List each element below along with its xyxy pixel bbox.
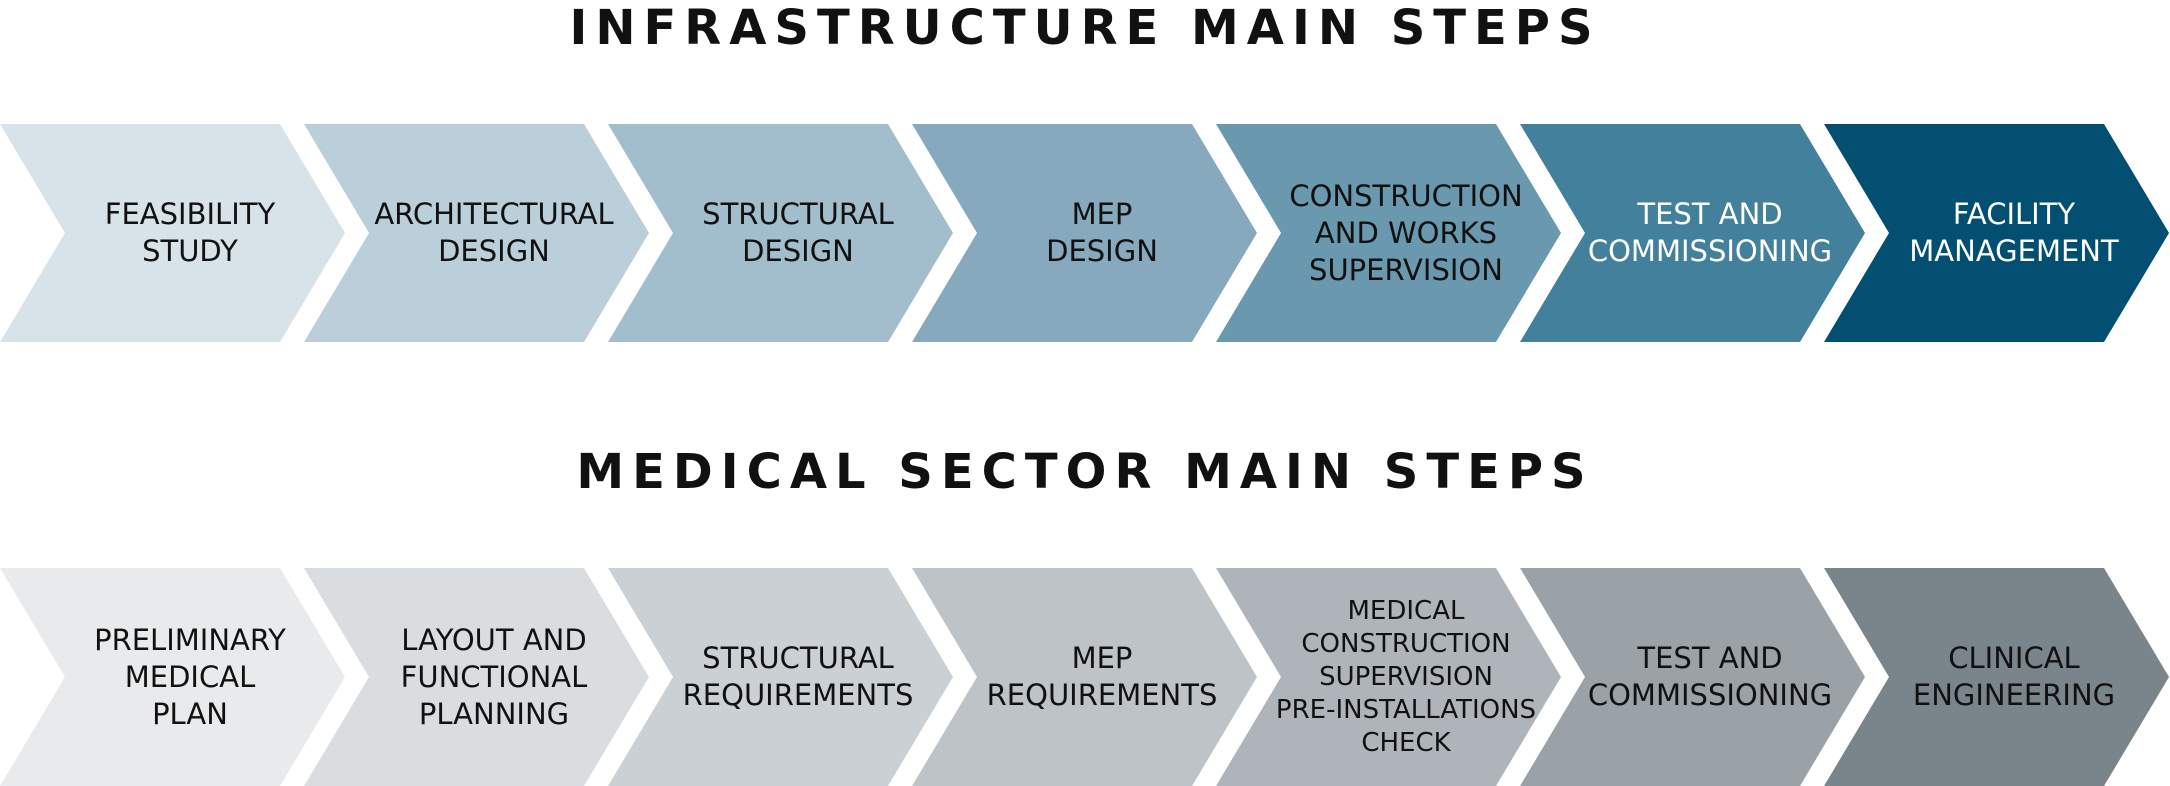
infrastructure-step-chevron-1: FEASIBILITY STUDY: [0, 124, 345, 342]
medical-steps-row: PRELIMINARY MEDICAL PLAN LAYOUT AND FUNCT…: [0, 568, 2170, 786]
step-label: STRUCTURAL REQUIREMENTS: [682, 641, 914, 712]
medical-step-chevron-4: MEP REQUIREMENTS: [912, 568, 1257, 786]
infrastructure-step-chevron-4: MEP DESIGN: [912, 124, 1257, 342]
infrastructure-step-chevron-5: CONSTRUCTION AND WORKS SUPERVISION: [1216, 124, 1561, 342]
step-label: MEP REQUIREMENTS: [986, 641, 1218, 712]
step-label: ARCHITECTURAL DESIGN: [374, 197, 614, 268]
infrastructure-step-chevron-3: STRUCTURAL DESIGN: [608, 124, 953, 342]
infrastructure-section-title: INFRASTRUCTURE MAIN STEPS: [569, 0, 1601, 56]
step-label: CLINICAL ENGINEERING: [1912, 641, 2116, 712]
step-label: FEASIBILITY STUDY: [104, 197, 276, 268]
infrastructure-step-chevron-7: FACILITY MANAGEMENT: [1824, 124, 2169, 342]
step-label: CONSTRUCTION AND WORKS SUPERVISION: [1289, 178, 1523, 287]
infrastructure-step-chevron-6: TEST AND COMMISSIONING: [1520, 124, 1865, 342]
step-label: PRELIMINARY MEDICAL PLAN: [94, 622, 286, 731]
step-label: TEST AND COMMISSIONING: [1587, 641, 1833, 712]
medical-step-chevron-2: LAYOUT AND FUNCTIONAL PLANNING: [304, 568, 649, 786]
step-label: LAYOUT AND FUNCTIONAL PLANNING: [400, 622, 588, 731]
step-label: MEDICAL CONSTRUCTION SUPERVISION PRE-INS…: [1275, 595, 1537, 758]
medical-step-chevron-7: CLINICAL ENGINEERING: [1824, 568, 2169, 786]
step-label: STRUCTURAL DESIGN: [702, 197, 894, 268]
step-label: MEP DESIGN: [1046, 197, 1158, 268]
step-label: TEST AND COMMISSIONING: [1587, 197, 1833, 268]
medical-step-chevron-5: MEDICAL CONSTRUCTION SUPERVISION PRE-INS…: [1216, 568, 1561, 786]
medical-step-chevron-1: PRELIMINARY MEDICAL PLAN: [0, 568, 345, 786]
medical-step-chevron-6: TEST AND COMMISSIONING: [1520, 568, 1865, 786]
infrastructure-step-chevron-2: ARCHITECTURAL DESIGN: [304, 124, 649, 342]
medical-step-chevron-3: STRUCTURAL REQUIREMENTS: [608, 568, 953, 786]
infrastructure-steps-row: FEASIBILITY STUDY ARCHITECTURAL DESIGN STR…: [0, 124, 2170, 342]
medical-section-title: MEDICAL SECTOR MAIN STEPS: [576, 444, 1594, 500]
step-label: FACILITY MANAGEMENT: [1909, 197, 2119, 268]
